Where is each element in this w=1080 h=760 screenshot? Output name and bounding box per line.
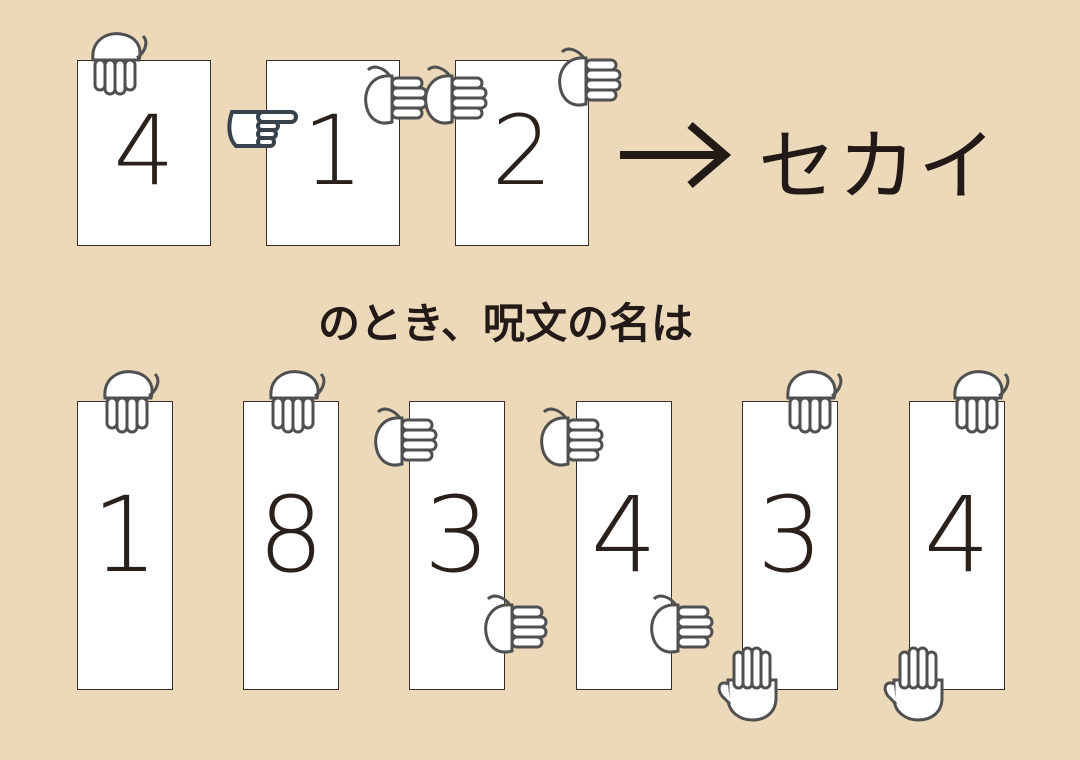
result-word: セカイ — [758, 122, 999, 212]
hand-icon — [424, 65, 488, 125]
hand-icon — [364, 65, 428, 125]
card-number: 1 — [302, 95, 364, 207]
top-card: 1 — [266, 60, 400, 246]
hand-icon — [269, 370, 326, 434]
caption: のとき、呪文の名は — [318, 299, 694, 348]
hand-icon — [558, 47, 622, 107]
hand-icon — [650, 594, 714, 654]
bottom-card: 4 — [909, 401, 1005, 690]
card-number: 4 — [113, 95, 175, 207]
hand-icon — [374, 407, 438, 467]
card-number: 3 — [423, 474, 491, 596]
hand-icon — [103, 370, 160, 434]
hand-icon — [91, 32, 148, 96]
top-card: 4 — [77, 60, 211, 246]
card-number: 3 — [756, 474, 824, 596]
card-number: 4 — [923, 474, 991, 596]
card-number: 4 — [590, 474, 658, 596]
bottom-card: 8 — [243, 401, 339, 690]
card-number: 1 — [91, 474, 159, 596]
hand-icon — [717, 646, 778, 722]
hand-icon — [953, 370, 1010, 434]
hand-icon — [484, 594, 548, 654]
hand-icon — [540, 407, 604, 467]
pointing-hand-icon — [227, 110, 298, 148]
card-number: 8 — [257, 474, 325, 596]
card-number: 2 — [491, 95, 553, 207]
hand-icon — [883, 646, 944, 722]
bottom-card: 1 — [77, 401, 173, 690]
hand-icon — [786, 370, 843, 434]
bottom-card: 3 — [742, 401, 838, 690]
